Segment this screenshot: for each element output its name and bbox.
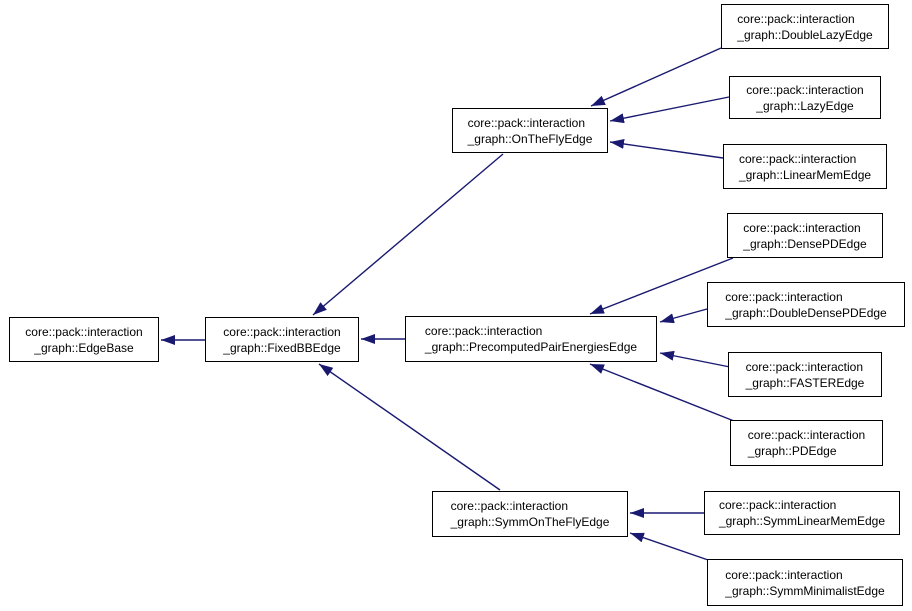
class-node-edgebase[interactable]: core::pack::interaction_graph::EdgeBase [9,317,159,362]
arrow-lazy-to-ontheflyedge [609,96,730,124]
class-node-label: core::pack::interaction_graph::SymmOnThe… [450,499,610,529]
class-node-label: core::pack::interaction_graph::FixedBBEd… [223,324,341,355]
arrow-pdedge-to-precomputed [589,363,735,422]
class-node-label: core::pack::interaction_graph::LinearMem… [738,151,872,182]
class-node-label: core::pack::interaction_graph::EdgeBase [25,324,143,355]
class-node-label: core::pack::interaction_graph::DoubleLaz… [737,11,873,42]
class-node-label: core::pack::interaction_graph::DensePDEd… [743,220,867,251]
class-node-precomputedpairenergiesedge[interactable]: core::pack::interaction_graph::Precomput… [405,316,657,362]
class-node-symmlinearmemedge[interactable]: core::pack::interaction_graph::SymmLinea… [704,491,900,535]
class-node-label: core::pack::interaction_graph::SymmLinea… [718,498,886,528]
class-node-doubledensepdedge[interactable]: core::pack::interaction_graph::DoubleDen… [707,282,905,327]
arrow-faster-to-precomputed [659,350,731,368]
class-node-label: core::pack::interaction_graph::SymmMinim… [725,567,885,598]
class-node-doublelazyedge[interactable]: core::pack::interaction_graph::DoubleLaz… [721,4,889,49]
class-node-densepdedge[interactable]: core::pack::interaction_graph::DensePDEd… [727,213,883,258]
arrow-doubledensepd-to-precomputed [659,308,708,324]
class-node-label: core::pack::interaction_graph::DoubleDen… [725,289,887,320]
class-node-fasteredge[interactable]: core::pack::interaction_graph::FASTEREdg… [728,352,882,397]
class-node-linearmemedge[interactable]: core::pack::interaction_graph::LinearMem… [723,144,887,189]
arrow-ontheflyedge-to-fixedbbedge [312,153,504,316]
arrow-symmminimalist-to-symmonthefly [629,532,712,562]
class-node-fixedbbedge[interactable]: core::pack::interaction_graph::FixedBBEd… [205,317,359,362]
arrow-linearmem-to-ontheflyedge [609,139,724,159]
class-node-symmontheflyedge[interactable]: core::pack::interaction_graph::SymmOnThe… [432,491,628,537]
class-node-label: core::pack::interaction_graph::Precomput… [424,324,638,354]
class-node-label: core::pack::interaction_graph::FASTEREdg… [745,359,865,390]
class-node-lazyedge[interactable]: core::pack::interaction_graph::LazyEdge [729,76,881,119]
arrow-densepd-to-precomputed [589,257,734,315]
class-node-label: core::pack::interaction_graph::OnTheFlyE… [467,115,593,146]
arrow-symmonthefly-to-fixedbbedge [318,363,501,491]
class-node-label: core::pack::interaction_graph::PDEdge [747,428,866,458]
arrow-doublelazy-to-ontheflyedge [590,47,722,107]
class-node-label: core::pack::interaction_graph::LazyEdge [746,82,864,113]
class-node-symmminimalistedge[interactable]: core::pack::interaction_graph::SymmMinim… [707,559,903,606]
class-node-ontheflyedge[interactable]: core::pack::interaction_graph::OnTheFlyE… [452,108,608,153]
class-node-pdedge[interactable]: core::pack::interaction_graph::PDEdge [730,420,883,466]
